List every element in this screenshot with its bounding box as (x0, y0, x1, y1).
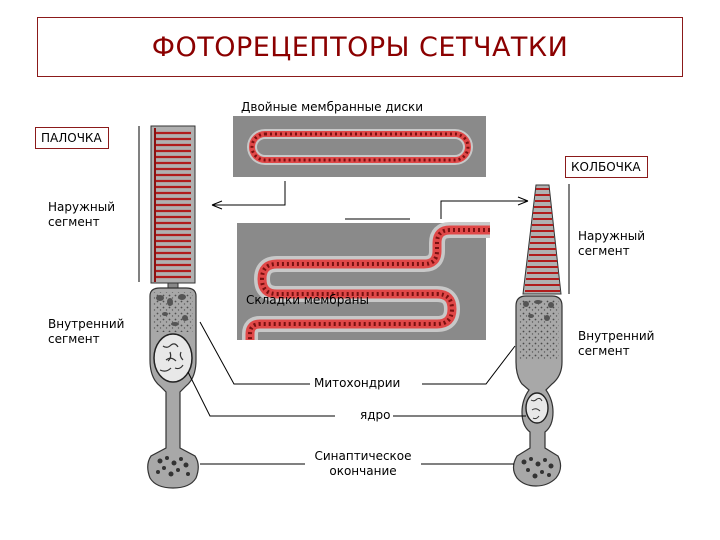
page-title: ФОТОРЕЦЕПТОРЫ СЕТЧАТКИ (151, 31, 569, 63)
synaptic-label-line-2: окончание (329, 464, 397, 478)
cone-tag: КОЛБОЧКА (565, 156, 648, 178)
rod-outer-segment-label: Наружный сегмент (48, 200, 115, 230)
rod-inner-line-1: Внутренний (48, 317, 125, 331)
mitochondria-label: Митохондрии (314, 376, 401, 390)
rod-inner-line-2: сегмент (48, 332, 100, 346)
cone-inner-line-2: сегмент (578, 344, 630, 358)
cone-inner-line-1: Внутренний (578, 329, 655, 343)
synaptic-label-line-1: Синаптическое (314, 449, 412, 463)
double-discs-label: Двойные мембранные диски (241, 100, 424, 114)
title-box: ФОТОРЕЦЕПТОРЫ СЕТЧАТКИ (37, 17, 683, 77)
rod-tag: ПАЛОЧКА (35, 127, 109, 149)
nucleus-label: ядро (360, 408, 391, 422)
rod-outer-line-1: Наружный (48, 200, 116, 214)
membrane-folds-panel (237, 222, 490, 342)
cone-inner-segment-label: Внутренний сегмент (578, 329, 654, 359)
rod-inner-segment-label: Внутренний сегмент (48, 317, 124, 347)
rod-outer-line-2: сегмент (48, 215, 100, 229)
cone-outer-line-1: Наружный (578, 229, 646, 243)
double-disc-panel (233, 116, 486, 177)
membrane-folds-label: Складки мембраны (246, 293, 369, 307)
cone-outer-segment-label: Наружный сегмент (578, 229, 645, 259)
cone-outer-line-2: сегмент (578, 244, 630, 258)
synaptic-label: Синаптическое окончание (300, 449, 426, 479)
leader-lines (138, 126, 570, 465)
cone-cell (512, 184, 563, 487)
rod-cell (147, 125, 199, 489)
connector-arrows (211, 181, 529, 220)
